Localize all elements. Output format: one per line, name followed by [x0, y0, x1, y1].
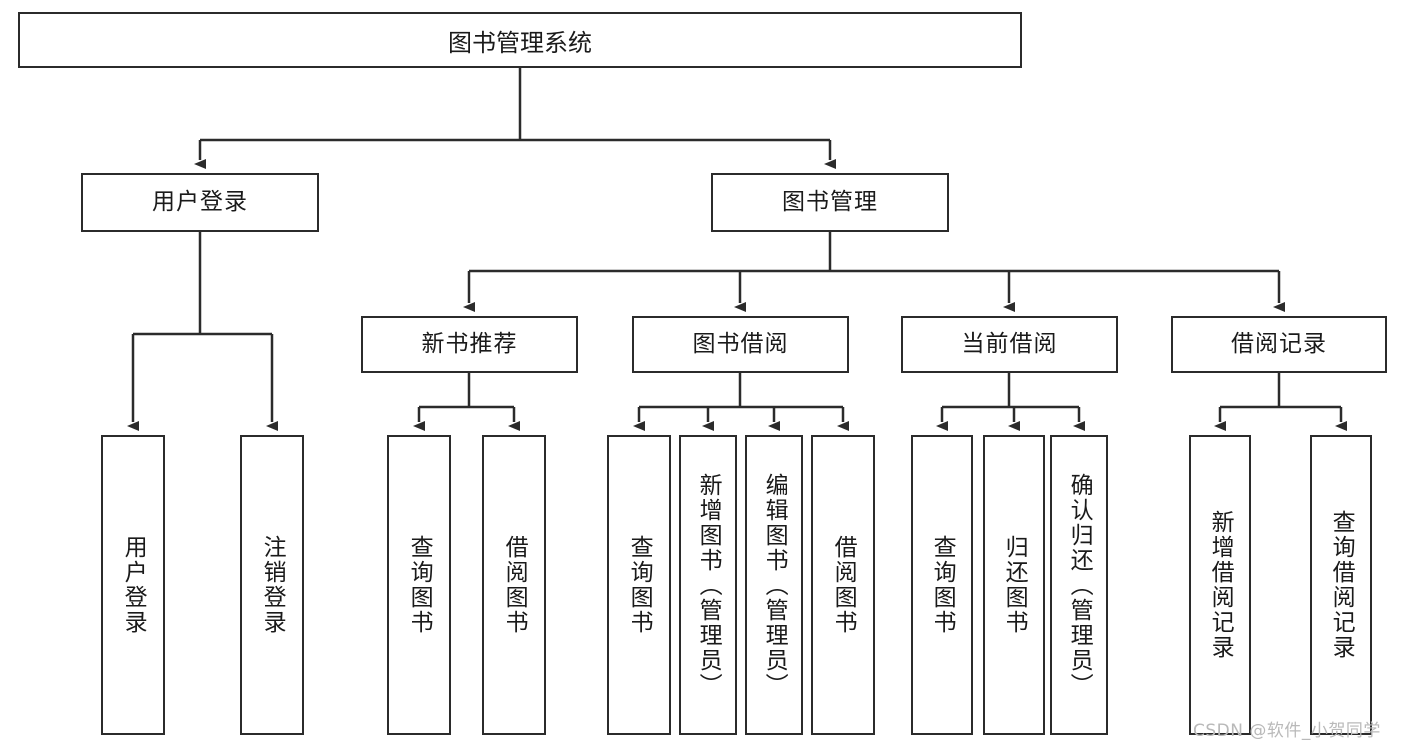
leaf-query-book-borrow[interactable]: 查询图书 [607, 435, 671, 735]
leaf-edit-book-admin[interactable]: 编辑图书（管理员） [745, 435, 803, 735]
leaf-query-borrow-record[interactable]: 查询借阅记录 [1310, 435, 1372, 735]
node-book-borrow[interactable]: 图书借阅 [632, 316, 849, 373]
node-new-book-recommend[interactable]: 新书推荐 [361, 316, 578, 373]
leaf-logout-label: 注销登录 [259, 535, 286, 635]
leaf-edit-book-admin-label: 编辑图书（管理员） [761, 472, 788, 698]
leaf-user-login-label: 用户登录 [120, 535, 147, 635]
csdn-watermark: CSDN @软件_小贺同学 [1193, 721, 1381, 741]
leaf-query-borrow-record-label: 查询借阅记录 [1328, 510, 1355, 660]
node-current-borrow[interactable]: 当前借阅 [901, 316, 1118, 373]
leaf-logout[interactable]: 注销登录 [240, 435, 304, 735]
node-book-management-label: 图书管理 [782, 188, 878, 215]
leaf-borrow-book-label: 借阅图书 [830, 535, 857, 635]
node-book-borrow-label: 图书借阅 [692, 330, 789, 357]
leaf-user-login[interactable]: 用户登录 [101, 435, 165, 735]
node-root-label: 图书管理系统 [448, 28, 592, 57]
leaf-confirm-return-admin-label: 确认归还（管理员） [1066, 472, 1093, 698]
leaf-add-book-admin[interactable]: 新增图书（管理员） [679, 435, 737, 735]
node-user-login[interactable]: 用户登录 [81, 173, 319, 232]
leaf-borrow-book-recommend[interactable]: 借阅图书 [482, 435, 546, 735]
leaf-query-book-current-label: 查询图书 [929, 535, 956, 635]
node-user-login-label: 用户登录 [152, 188, 248, 215]
leaf-return-book-label: 归还图书 [1001, 535, 1028, 635]
leaf-confirm-return-admin[interactable]: 确认归还（管理员） [1050, 435, 1108, 735]
leaf-add-borrow-record[interactable]: 新增借阅记录 [1189, 435, 1251, 735]
node-current-borrow-label: 当前借阅 [961, 330, 1058, 357]
node-borrow-record-label: 借阅记录 [1231, 330, 1327, 357]
node-root-system[interactable]: 图书管理系统 [18, 12, 1022, 68]
node-new-book-recommend-label: 新书推荐 [421, 330, 518, 357]
leaf-add-borrow-record-label: 新增借阅记录 [1207, 510, 1234, 660]
leaf-query-book-recommend[interactable]: 查询图书 [387, 435, 451, 735]
leaf-query-book-recommend-label: 查询图书 [406, 535, 433, 635]
node-book-management[interactable]: 图书管理 [711, 173, 949, 232]
node-borrow-record[interactable]: 借阅记录 [1171, 316, 1387, 373]
leaf-borrow-book[interactable]: 借阅图书 [811, 435, 875, 735]
leaf-borrow-book-recommend-label: 借阅图书 [501, 535, 528, 635]
leaf-return-book[interactable]: 归还图书 [983, 435, 1045, 735]
leaf-query-book-borrow-label: 查询图书 [626, 535, 653, 635]
leaf-add-book-admin-label: 新增图书（管理员） [695, 472, 722, 698]
leaf-query-book-current[interactable]: 查询图书 [911, 435, 973, 735]
